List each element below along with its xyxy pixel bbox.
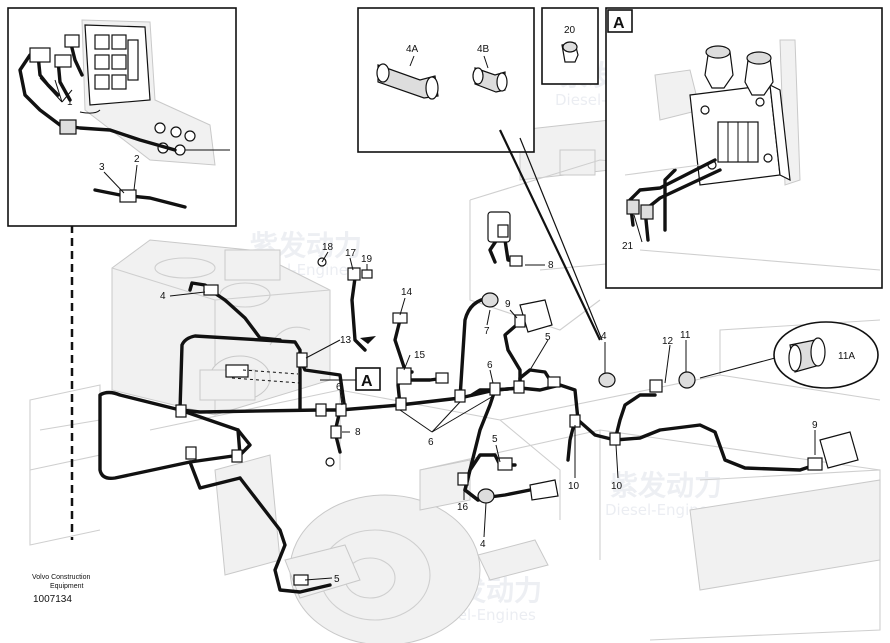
relay-part [396,367,412,385]
sensor-part [330,425,342,439]
callout-19: 19 [361,254,373,265]
inset-cab-connector: 1 2 3 [7,7,237,227]
clamp-part [347,267,361,281]
callout-labels: 18 17 19 8 4 14 9 7 5 13 15 6 6 8 6 4 12… [160,242,818,585]
view-marker-a: A [231,336,381,391]
inset-grommets: 4A 4B [357,7,535,153]
grommet-part [598,372,616,388]
callout-4-left: 4 [160,291,166,302]
callout-5-mid: 5 [492,434,498,445]
sensor-part [649,379,663,393]
inset-11a: 11A [773,321,879,389]
callout-10-left: 10 [568,481,580,492]
machine-background [29,109,881,643]
callout-1: 1 [67,97,73,108]
connector-part [497,457,513,471]
callout-6-right: 6 [487,360,493,371]
junction-part [335,403,347,417]
figure-footer: Volvo Construction Equipment 1007134 [32,574,90,605]
watermark-text: 紫发动力 [610,469,722,502]
connector-part [807,457,823,471]
nut-part [361,269,373,279]
harness-parts [175,211,859,586]
junction-part [513,380,525,394]
callout-11: 11 [680,330,691,341]
inset-leader-line [499,129,601,341]
marker-a-label: A [361,373,373,390]
callout-8-top: 8 [548,260,554,271]
figure-number: 1007134 [33,594,72,605]
callout-2: 2 [134,154,140,165]
junction-part [454,389,466,403]
callout-9-right: 9 [812,420,818,431]
callout-3: 3 [99,162,105,173]
callout-17: 17 [345,248,357,259]
view-a-title: A [613,15,625,32]
callout-11a: 11A [838,351,855,362]
marker-a-box [355,367,381,391]
callout-16: 16 [457,502,469,513]
callout-18: 18 [322,242,334,253]
junction-part [489,382,501,396]
inset-item-20: 20 [541,7,599,85]
callout-8-mid: 8 [355,427,361,438]
plug-part [678,371,696,389]
callout-20: 20 [564,25,576,36]
grommet-part [477,488,495,504]
callout-6-bottom: 6 [428,437,434,448]
terminal-part [225,364,249,378]
sensor-plug-part [497,224,509,238]
connector-part [435,372,449,384]
callout-15: 15 [414,350,426,361]
callout-13: 13 [340,335,352,346]
callout-4a: 4A [406,44,419,55]
connector-part [547,376,561,388]
inset-view-a: A 21 [605,7,883,289]
callout-5-bottom: 5 [334,574,340,585]
clip-part [296,352,308,368]
callout-14: 14 [401,287,413,298]
ring-terminal [325,457,335,467]
connector-part [203,284,219,296]
callout-5-top: 5 [545,332,551,343]
callout-4-mid: 4 [601,331,607,342]
company-line-1: Volvo Construction [32,574,90,581]
clip-part [175,404,187,418]
clip-part [185,446,197,460]
callout-9-top: 9 [505,299,511,310]
callout-21: 21 [622,241,634,252]
connector-part [509,255,523,267]
inset-ellipse [773,321,879,389]
callout-4-bottom: 4 [480,539,486,550]
junction-part [395,397,407,411]
connector-part [529,479,559,501]
leader-lines [169,251,816,581]
clip-part [231,449,243,463]
junction-part [609,432,621,446]
junction-part [457,472,469,486]
connector-part [514,314,526,328]
company-line-2: Equipment [50,583,84,590]
view-a-badge [607,9,633,33]
grommet-part [481,292,499,308]
callout-6-left: 6 [336,382,342,393]
inset-leader-line [519,137,603,341]
callout-7: 7 [484,326,490,337]
junction-part [315,403,327,417]
watermark-sub: Diesel-Engines [605,501,716,519]
connector-part [392,312,408,324]
callout-4b: 4B [477,44,490,55]
main-harness [98,233,817,594]
multi-pin-connector [819,431,859,469]
callout-12: 12 [662,336,674,347]
callout-10-right: 10 [611,481,623,492]
